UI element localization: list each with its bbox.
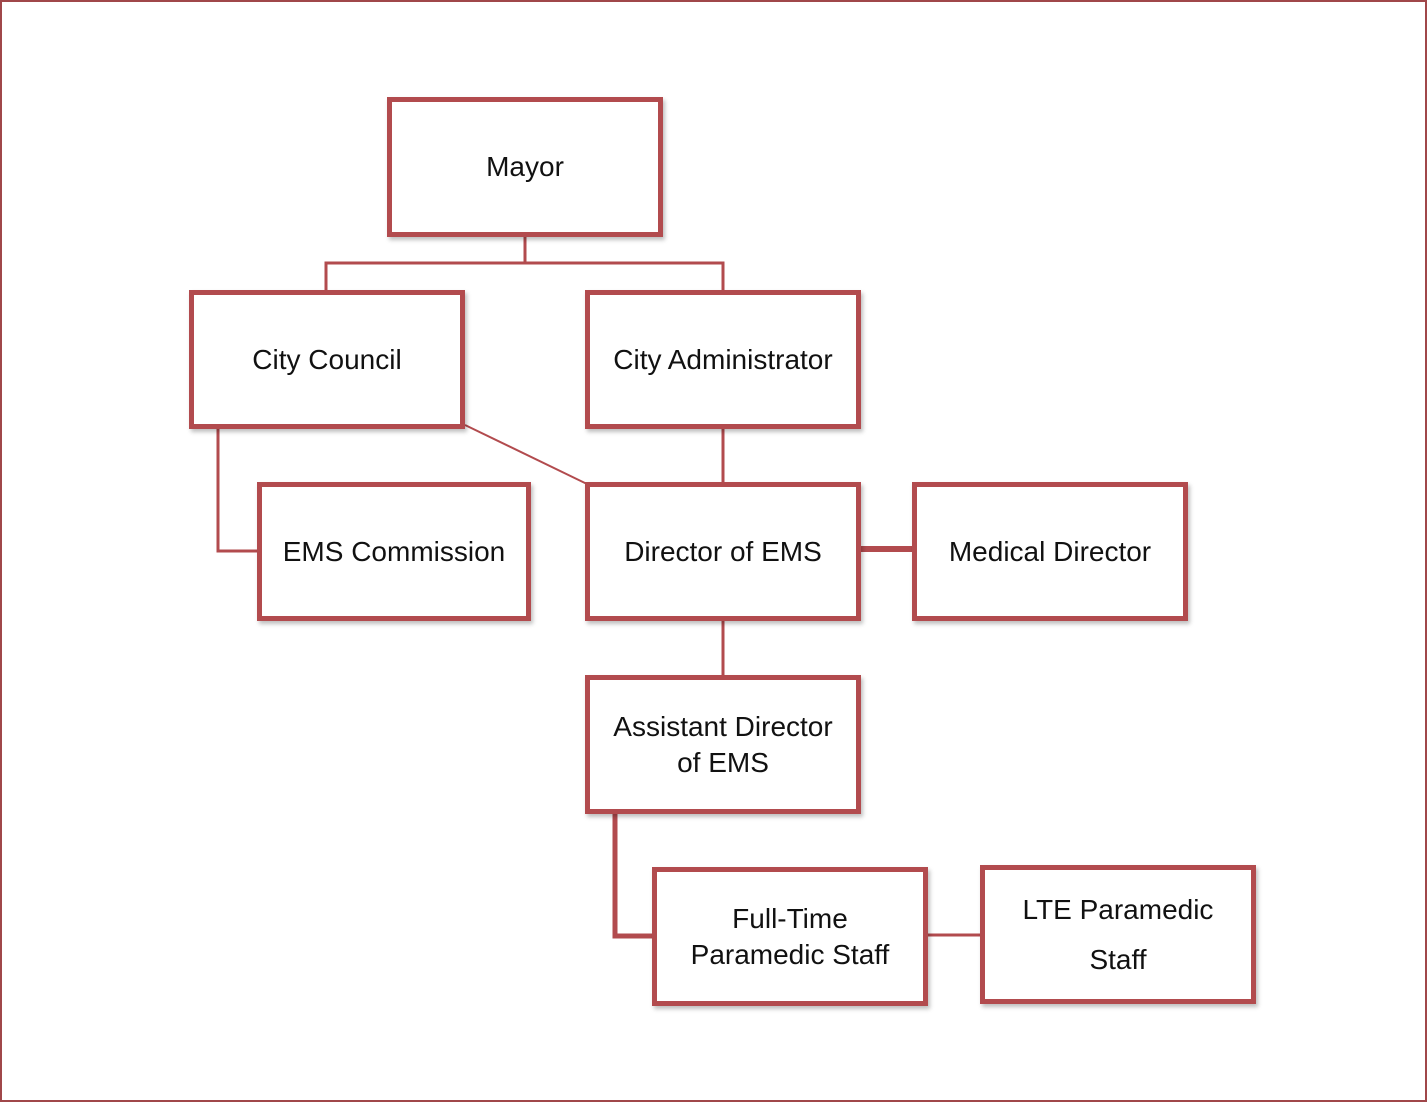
- city-administrator-box: City Administrator: [585, 290, 861, 429]
- lte-paramedic-staff-box: LTE Paramedic Staff: [980, 865, 1256, 1004]
- connector-assistant-fulltime: [612, 814, 652, 939]
- ems-commission-box: EMS Commission: [257, 482, 531, 621]
- connector-council-director: [464, 424, 588, 485]
- connector-council-commission: [216, 429, 257, 553]
- mayor-box: Mayor: [387, 97, 663, 237]
- medical-director-box: Medical Director: [912, 482, 1188, 621]
- city-council-box: City Council: [189, 290, 465, 429]
- connector-mayor-branch: [324, 237, 725, 290]
- director-of-ems-box: Director of EMS: [585, 482, 861, 621]
- full-time-paramedic-staff-box: Full-Time Paramedic Staff: [652, 867, 928, 1006]
- assistant-director-box: Assistant Director of EMS: [585, 675, 861, 814]
